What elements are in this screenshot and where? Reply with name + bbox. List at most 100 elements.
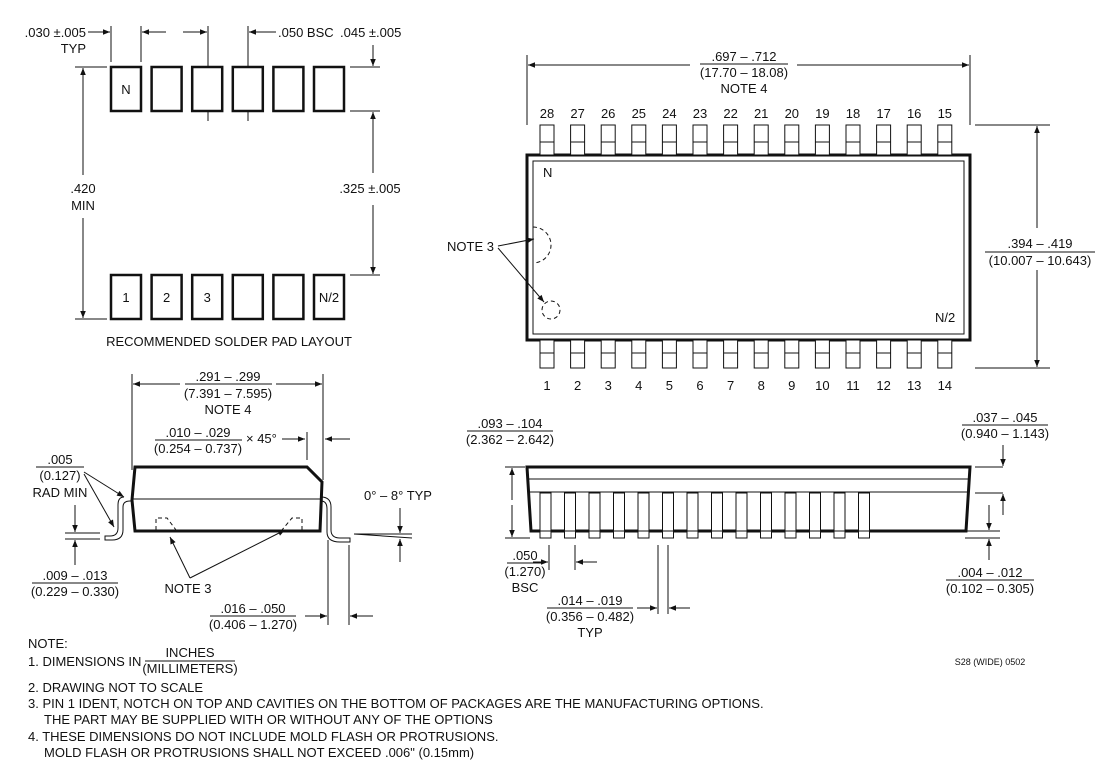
chamfer-in: .010 – .029 (165, 425, 230, 440)
lead (711, 492, 723, 539)
foot-length-mm: (0.406 – 1.270) (209, 617, 297, 632)
pin-number: 28 (540, 106, 554, 121)
lead-width-mm: (0.356 – 0.482) (546, 609, 634, 624)
note-1: 1. DIMENSIONS IN (28, 654, 141, 669)
pin (631, 124, 647, 156)
pad-label: 1 (122, 290, 129, 305)
solder-pad (231, 273, 265, 321)
shoulder-mm: (0.940 – 1.143) (961, 426, 1049, 441)
lead (613, 492, 625, 539)
pin (692, 124, 708, 156)
pin (845, 339, 861, 369)
pin-number: 14 (938, 378, 952, 393)
top-view: .697 – .712 (17.70 – 18.08) NOTE 4 N N/2… (447, 49, 1095, 393)
solder-pad (312, 273, 346, 321)
note3-label-side: NOTE 3 (165, 581, 212, 596)
pin-number: 4 (635, 378, 642, 393)
pitch-label: BSC (512, 580, 539, 595)
side-view: .291 – .299 (7.391 – 7.595) NOTE 4 .010 … (31, 369, 432, 632)
pad-width-dim: .030 ±.005 (25, 25, 86, 40)
pin-number: 3 (605, 378, 612, 393)
height-in: .093 – .104 (477, 416, 542, 431)
lead-width-in: .014 – .019 (557, 593, 622, 608)
pin-number: 23 (693, 106, 707, 121)
pin (937, 339, 953, 369)
shoulder-in: .037 – .045 (972, 410, 1037, 425)
lead-thickness-mm: (0.229 – 0.330) (31, 584, 119, 599)
front-view: .093 – .104 (2.362 – 2.642) .037 – .045 … (466, 410, 1049, 667)
length-note: NOTE 4 (721, 81, 768, 96)
lead (809, 492, 821, 539)
solder-pad (150, 65, 183, 113)
pin (539, 124, 555, 156)
radius-in: .005 (47, 452, 72, 467)
solder-pad (190, 273, 224, 321)
pin-number: 6 (696, 378, 703, 393)
notes-header: NOTE: (28, 636, 68, 651)
pin-number: 2 (574, 378, 581, 393)
lead (760, 492, 772, 539)
solder-pad (190, 65, 224, 113)
pin-number: 1 (543, 378, 550, 393)
lead (637, 492, 650, 539)
pin (692, 339, 708, 369)
radius-mm: (0.127) (39, 468, 80, 483)
lead-thickness-in: .009 – .013 (42, 568, 107, 583)
pin (753, 339, 769, 369)
lead (686, 492, 699, 539)
note-2: 2. DRAWING NOT TO SCALE (28, 680, 203, 695)
standoff-mm: (0.102 – 0.305) (946, 581, 1034, 596)
pin (661, 339, 677, 369)
pin (661, 124, 677, 156)
pin (906, 124, 922, 156)
pin-number: 5 (666, 378, 673, 393)
pin (876, 124, 892, 156)
solder-pad-layout: .030 ±.005 TYP .050 BSC .045 ±.005 .325 … (25, 25, 402, 349)
pin-n2-label: N/2 (935, 310, 955, 325)
chamfer-mm: (0.254 – 0.737) (154, 441, 242, 456)
foot-length-in: .016 – .050 (220, 601, 285, 616)
lead (588, 492, 601, 539)
span-min-label: MIN (71, 198, 95, 213)
solder-pad (109, 273, 143, 321)
lead (784, 492, 797, 539)
pin (876, 339, 892, 369)
pin-number: 8 (758, 378, 765, 393)
lead (735, 492, 748, 539)
width-in: .394 – .419 (1007, 236, 1072, 251)
pin-number: 11 (846, 378, 860, 393)
pin-number: 26 (601, 106, 615, 121)
pitch-dim: .050 BSC (278, 25, 334, 40)
solder-pad (272, 273, 305, 321)
pin (723, 339, 739, 369)
height-mm: (2.362 – 2.642) (466, 432, 554, 447)
solder-pad (272, 65, 305, 113)
width-mm: (10.007 – 10.643) (989, 253, 1092, 268)
pin-number: 12 (876, 378, 890, 393)
pin (570, 124, 586, 156)
lead-width-label: TYP (577, 625, 602, 640)
pin-number: 27 (570, 106, 584, 121)
pin-number: 7 (727, 378, 734, 393)
solder-pad (150, 273, 183, 321)
pin-number: 9 (788, 378, 795, 393)
pin-number: 20 (785, 106, 799, 121)
note-4b: MOLD FLASH OR PROTRUSIONS SHALL NOT EXCE… (44, 745, 474, 760)
pin (845, 124, 861, 156)
pin (631, 339, 647, 369)
pad-label: N (121, 82, 130, 97)
pin (937, 124, 953, 156)
lead (539, 492, 552, 539)
body-width-in: .291 – .299 (195, 369, 260, 384)
pin (723, 124, 739, 156)
solder-pad (312, 65, 346, 113)
chamfer-angle: × 45° (246, 431, 277, 446)
note-1-numerator: INCHES (165, 645, 214, 660)
pin-number: 15 (938, 106, 952, 121)
pin-number: 13 (907, 378, 921, 393)
pad-label: 2 (163, 290, 170, 305)
lead-angle: 0° – 8° TYP (364, 488, 432, 503)
pin (784, 124, 800, 156)
pad-width-typ: TYP (61, 41, 86, 56)
pitch-in: .050 (512, 548, 537, 563)
